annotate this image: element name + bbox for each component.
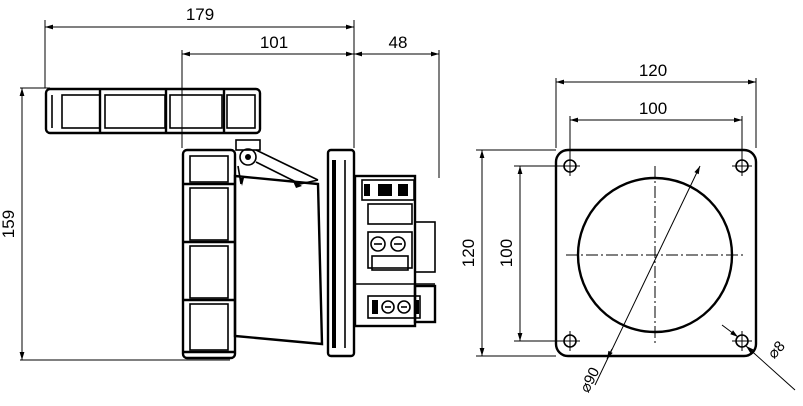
dim-flange-width-label: 120 bbox=[639, 61, 667, 80]
dim-hole-spacing-y-label: 100 bbox=[497, 239, 516, 267]
flange-plate bbox=[554, 148, 758, 358]
dim-hole-diameter-label: ⌀8 bbox=[765, 338, 789, 362]
front-view: 120 100 120 100 ⌀90 bbox=[459, 61, 796, 396]
dim-body-width-label: 101 bbox=[260, 33, 288, 52]
dim-overall-width-label: 179 bbox=[186, 5, 214, 24]
hinge bbox=[235, 139, 261, 186]
front-collar bbox=[181, 148, 237, 360]
dim-bore-diameter-label: ⌀90 bbox=[577, 365, 604, 396]
mounting-holes bbox=[560, 156, 752, 351]
mounting-flange bbox=[326, 148, 356, 358]
rear-terminal-block bbox=[353, 174, 437, 328]
dim-height-label: 159 bbox=[0, 210, 18, 238]
side-view: 179 101 48 159 bbox=[0, 5, 440, 361]
dim-flange-height-label: 120 bbox=[459, 239, 478, 267]
dim-rear-depth-label: 48 bbox=[389, 33, 408, 52]
socket-body bbox=[233, 174, 324, 346]
dim-hole-spacing-x-label: 100 bbox=[639, 99, 667, 118]
socket-lid bbox=[44, 87, 262, 135]
